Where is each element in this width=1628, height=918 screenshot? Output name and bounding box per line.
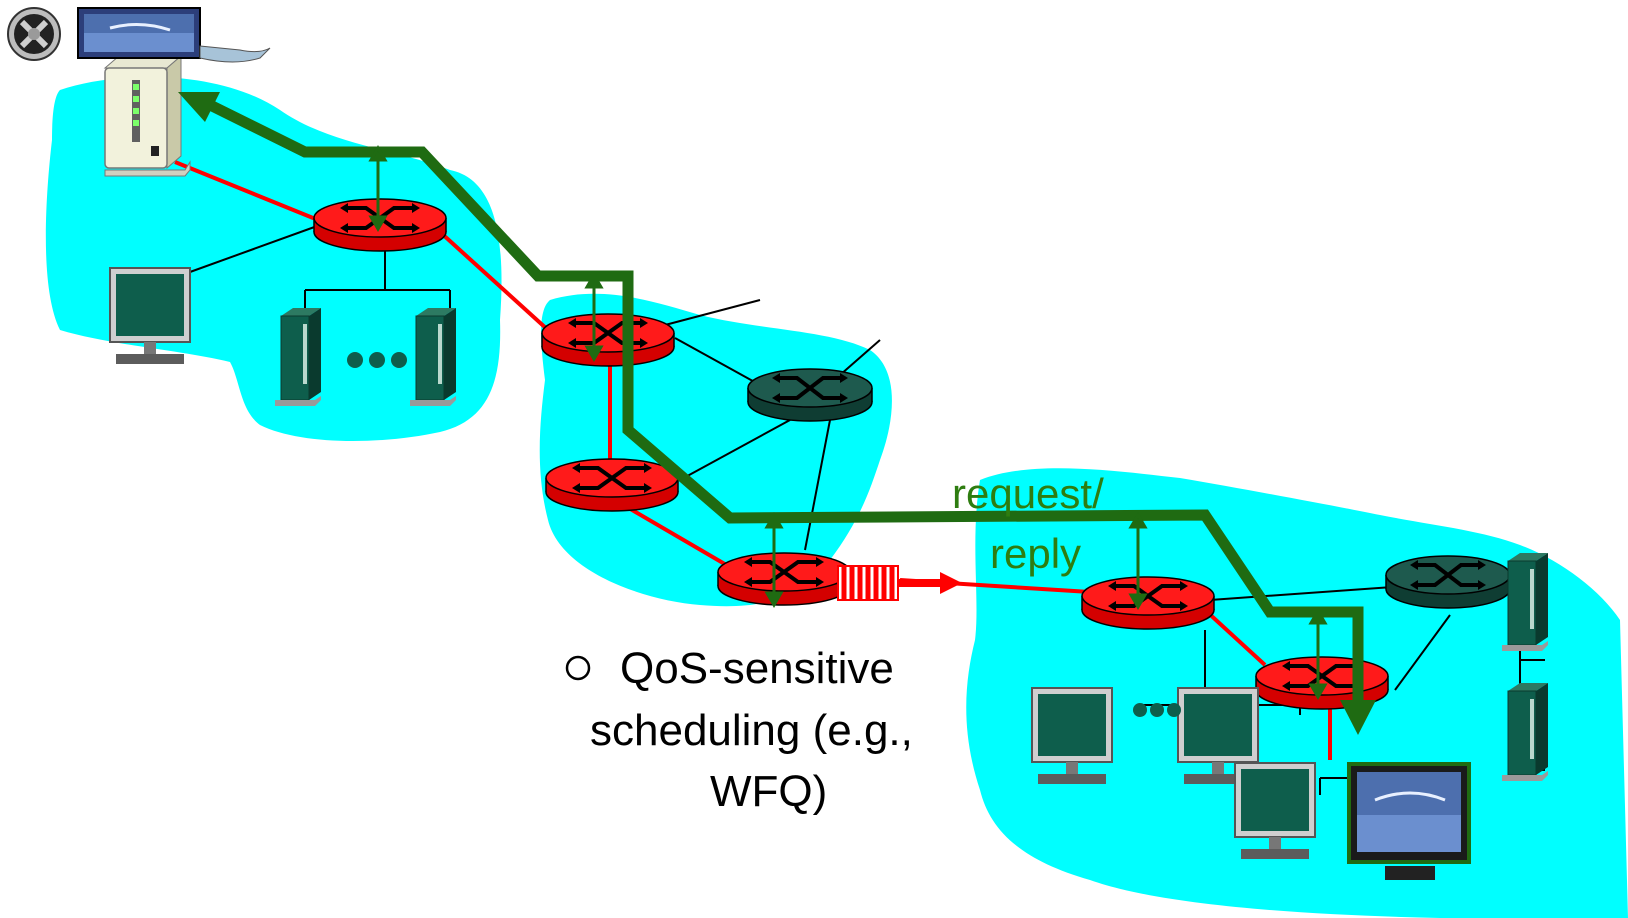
server-left-1: [274, 307, 322, 407]
path-arrowhead-end: [1340, 700, 1376, 735]
request-reply-path: [197, 95, 1364, 705]
media-server: [103, 54, 191, 177]
router-dark-2: [1384, 554, 1512, 610]
bullet-line-2: scheduling (e.g.,: [590, 706, 913, 755]
qos-router-5: [1080, 575, 1216, 631]
bullet-line-1: QoS-sensitive: [620, 644, 894, 693]
bullet-icon: [565, 655, 591, 681]
bullet-text-block: QoS-sensitive scheduling (e.g., WFQ): [565, 644, 913, 816]
request-label: request/: [952, 470, 1104, 517]
links: [174, 160, 1545, 795]
bullet-line-3: WFQ): [710, 767, 827, 816]
reply-label: reply: [990, 530, 1081, 577]
film-reel-icon: [7, 7, 61, 61]
signal-arrows: [368, 145, 1328, 700]
packet-queue: [837, 565, 962, 601]
qos-router-3: [544, 457, 680, 513]
server-right-2: [1501, 682, 1549, 782]
ellipsis-dots-right: [1133, 703, 1181, 717]
server-right-1: [1501, 552, 1549, 652]
qos-router-2: [540, 312, 676, 368]
path-arrowhead-start: [178, 92, 220, 122]
ellipsis-dots-left: [347, 352, 407, 368]
film-strip-icon: [77, 7, 271, 63]
server-left-2: [409, 307, 457, 407]
video-player-icon: [1347, 762, 1471, 880]
router-dark-1: [746, 367, 874, 423]
qos-router-4: [716, 551, 852, 607]
